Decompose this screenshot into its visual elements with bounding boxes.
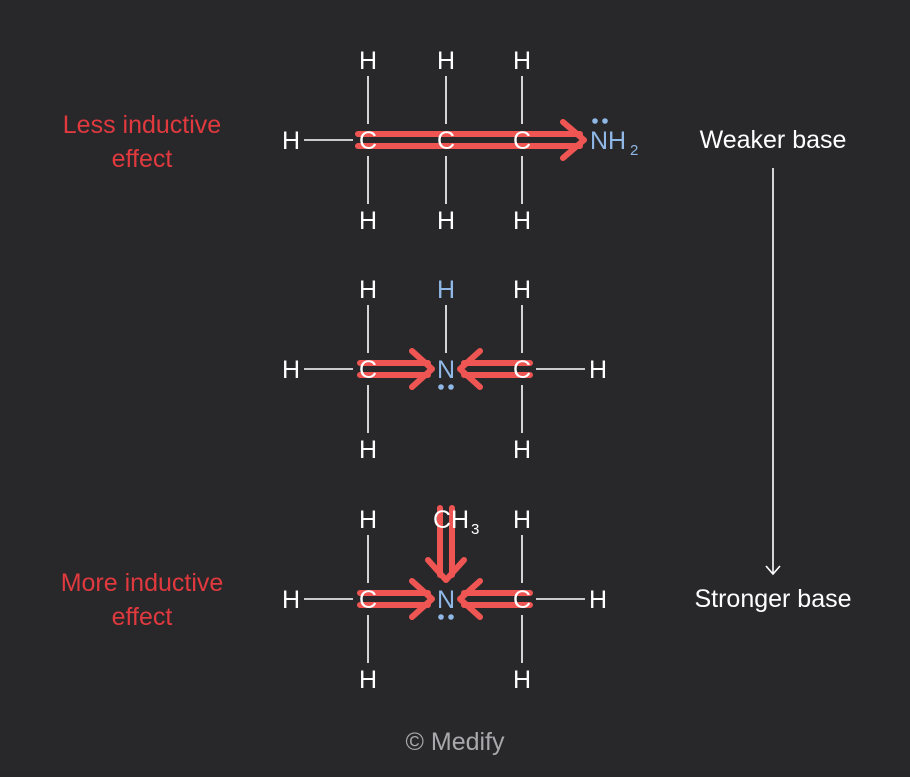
atom-nh: NH [590,127,626,155]
atom-h: H [437,207,455,235]
subscript-3: 3 [471,521,479,538]
atom-c: C [513,586,531,614]
inductive-arrow-shaft [461,590,533,608]
inductive-arrow-shaft [437,505,455,578]
inductive-arrow-head [457,348,483,390]
lone-pair-dot [438,614,444,620]
atom-h: H [359,506,377,534]
atom-c: C [437,127,455,155]
inductive-arrow-shaft [357,360,431,378]
subscript-2: 2 [630,142,638,159]
trend-arrow-down-icon [765,168,781,576]
label-more-inductive: More inductive [61,569,224,597]
lone-pair-dot [592,118,598,124]
atom-n: N [437,356,455,384]
atom-h: H [513,436,531,464]
inductive-arrow-shaft [357,590,431,608]
atom-h: H [282,586,300,614]
atom-h: H [282,356,300,384]
atom-h: H [359,666,377,694]
inductive-arrow-shaft [461,360,533,378]
atom-h: H [359,207,377,235]
atom-c: C [513,127,531,155]
inductive-arrow-head [409,578,435,620]
atom-h: H [359,47,377,75]
atom-c: C [359,356,377,384]
atom-h: H [282,127,300,155]
label-weaker-base: Weaker base [700,126,847,154]
molecule-dimethylamine: H H H H C N C H H H [282,276,607,464]
label-effect: effect [112,603,173,631]
label-stronger-base: Stronger base [694,585,851,613]
atom-n: N [437,586,455,614]
inductive-arrow-shaft [355,131,583,149]
molecule-trimethylamine: H CH 3 H H C N C H H H [282,505,607,694]
lone-pair-dot [448,384,454,390]
inductive-arrow-head [457,578,483,620]
atom-h: H [513,47,531,75]
atom-h: H [359,276,377,304]
atom-h-on-n: H [437,276,455,304]
atom-h: H [513,207,531,235]
atom-h: H [513,276,531,304]
lone-pair-dot [438,384,444,390]
inductive-arrow-head [560,119,587,161]
label-less-inductive: Less inductive [63,111,221,139]
atom-ch: CH [433,506,469,534]
label-effect: effect [112,145,173,173]
lone-pair-dot [448,614,454,620]
molecule-propylamine: H H H H C C C H H H NH 2 [282,47,638,235]
atom-h: H [589,356,607,384]
inductive-arrow-head [409,348,435,390]
atom-c: C [513,356,531,384]
lone-pair-dot [602,118,608,124]
atom-h: H [513,666,531,694]
atom-h: H [513,506,531,534]
atom-c: C [359,586,377,614]
atom-h: H [437,47,455,75]
copyright-notice: © Medify [406,728,505,756]
atom-h: H [589,586,607,614]
atom-h: H [359,436,377,464]
inductive-arrow-head [425,557,467,583]
atom-c: C [359,127,377,155]
